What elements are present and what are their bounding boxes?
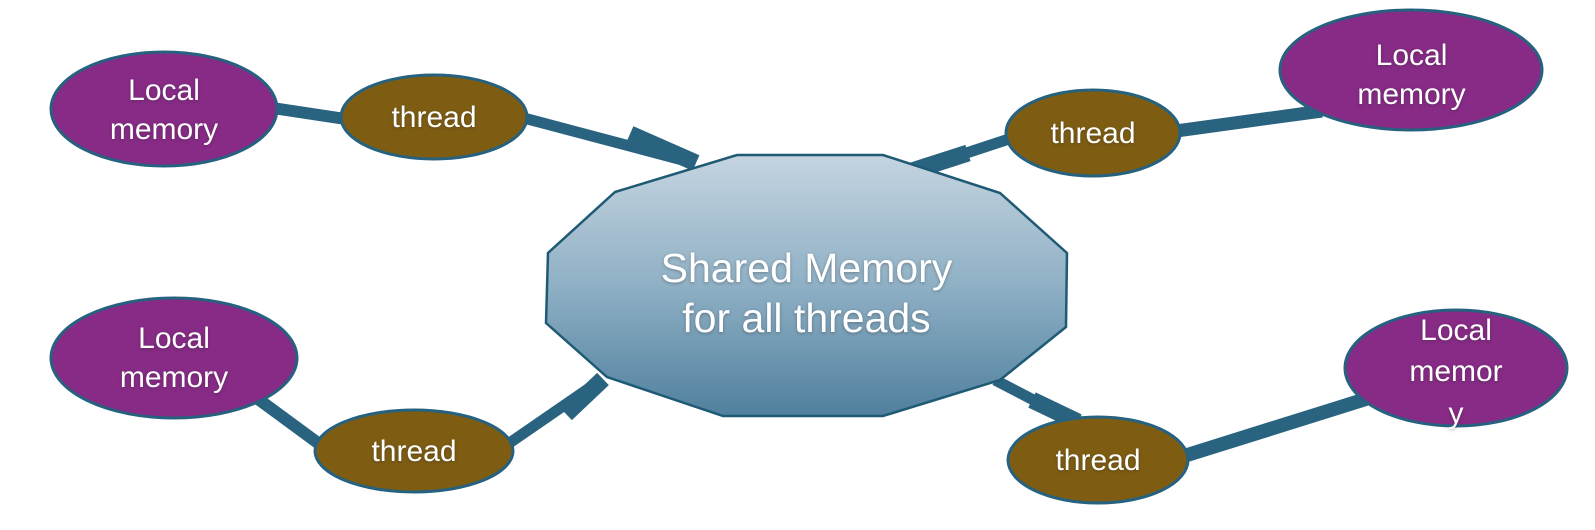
local-memory-shape-top-right	[1278, 8, 1544, 132]
connector-localTL-threadTL	[265, 101, 353, 126]
thread-shape-top-left	[339, 73, 529, 161]
connector-threadTL-center-stub	[626, 126, 700, 171]
shared-memory-shape	[544, 153, 1069, 418]
thread-shape-bottom-right	[1006, 415, 1190, 505]
connector-threadTR-localTR	[1175, 104, 1323, 138]
connector-center-threadBL-stub	[560, 372, 609, 421]
thread-shape-top-right	[1004, 88, 1182, 178]
local-memory-shape-bottom-left	[49, 296, 299, 420]
node-shapes	[49, 8, 1569, 505]
connectors	[250, 101, 1369, 463]
connector-threadBR-localBR	[1181, 392, 1369, 463]
local-memory-shape-bottom-right	[1343, 308, 1569, 428]
local-memory-shape-top-left	[49, 50, 279, 168]
thread-shape-bottom-left	[313, 408, 515, 494]
connector-localBL-threadBL	[250, 391, 326, 451]
